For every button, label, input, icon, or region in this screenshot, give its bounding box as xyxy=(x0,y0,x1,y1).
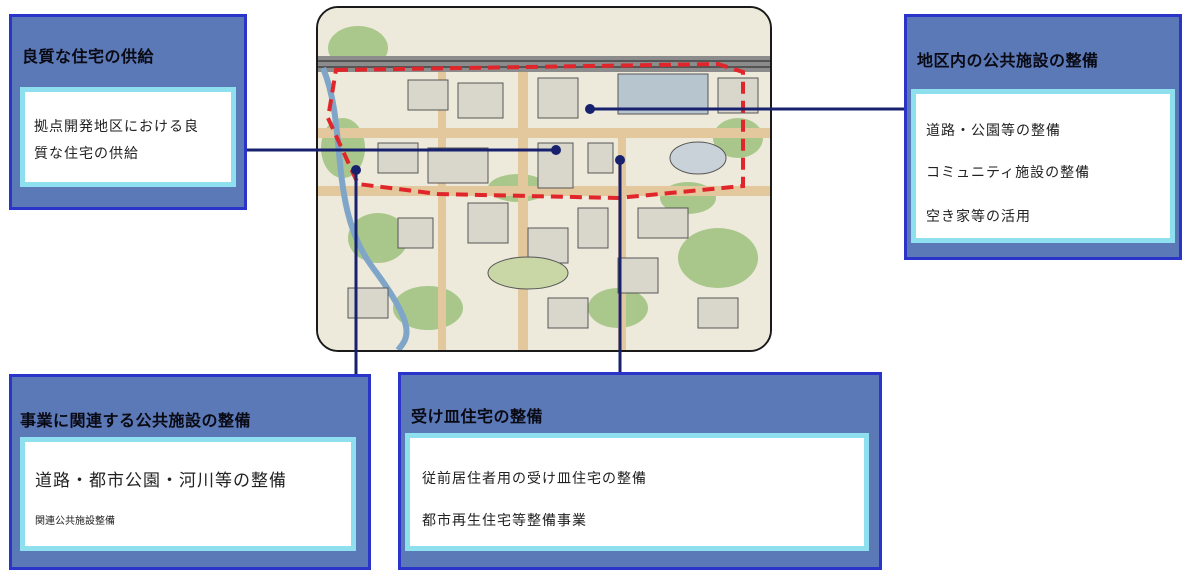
content-line: 道路・都市公園・河川等の整備 xyxy=(35,471,287,491)
box-quality-housing: 良質な住宅の供給 拠点開発地区における良 質な住宅の供給 xyxy=(9,14,247,210)
content-small-line: 関連公共施設整備 xyxy=(35,516,115,527)
box-content: 道路・都市公園・河川等の整備 関連公共施設整備 xyxy=(20,437,356,551)
box-content: 道路・公園等の整備 コミュニティ施設の整備 空き家等の活用 xyxy=(911,89,1175,243)
box-title: 受け皿住宅の整備 xyxy=(411,407,544,426)
box-title: 事業に関連する公共施設の整備 xyxy=(20,411,252,430)
box-content: 従前居住者用の受け皿住宅の整備 都市再生住宅等整備事業 xyxy=(405,433,869,551)
box-replacement-housing: 受け皿住宅の整備 従前居住者用の受け皿住宅の整備 都市再生住宅等整備事業 xyxy=(398,372,882,570)
box-title: 良質な住宅の供給 xyxy=(22,47,155,66)
box-content: 拠点開発地区における良 質な住宅の供給 xyxy=(20,87,236,187)
content-line: コミュニティ施設の整備 xyxy=(926,165,1091,181)
content-line: 空き家等の活用 xyxy=(926,209,1031,225)
box-title: 地区内の公共施設の整備 xyxy=(917,51,1099,70)
content-line: 従前居住者用の受け皿住宅の整備 xyxy=(422,471,647,487)
box-related-public-facilities: 事業に関連する公共施設の整備 道路・都市公園・河川等の整備 関連公共施設整備 xyxy=(9,374,371,570)
content-line: 質な住宅の供給 xyxy=(34,146,139,162)
aerial-map-illustration xyxy=(316,6,772,352)
content-line: 拠点開発地区における良 xyxy=(34,119,199,135)
box-district-public-facilities: 地区内の公共施設の整備 道路・公園等の整備 コミュニティ施設の整備 空き家等の活… xyxy=(904,14,1182,260)
content-line: 道路・公園等の整備 xyxy=(926,123,1061,139)
content-line: 都市再生住宅等整備事業 xyxy=(422,513,587,529)
map-drawing xyxy=(318,8,770,350)
